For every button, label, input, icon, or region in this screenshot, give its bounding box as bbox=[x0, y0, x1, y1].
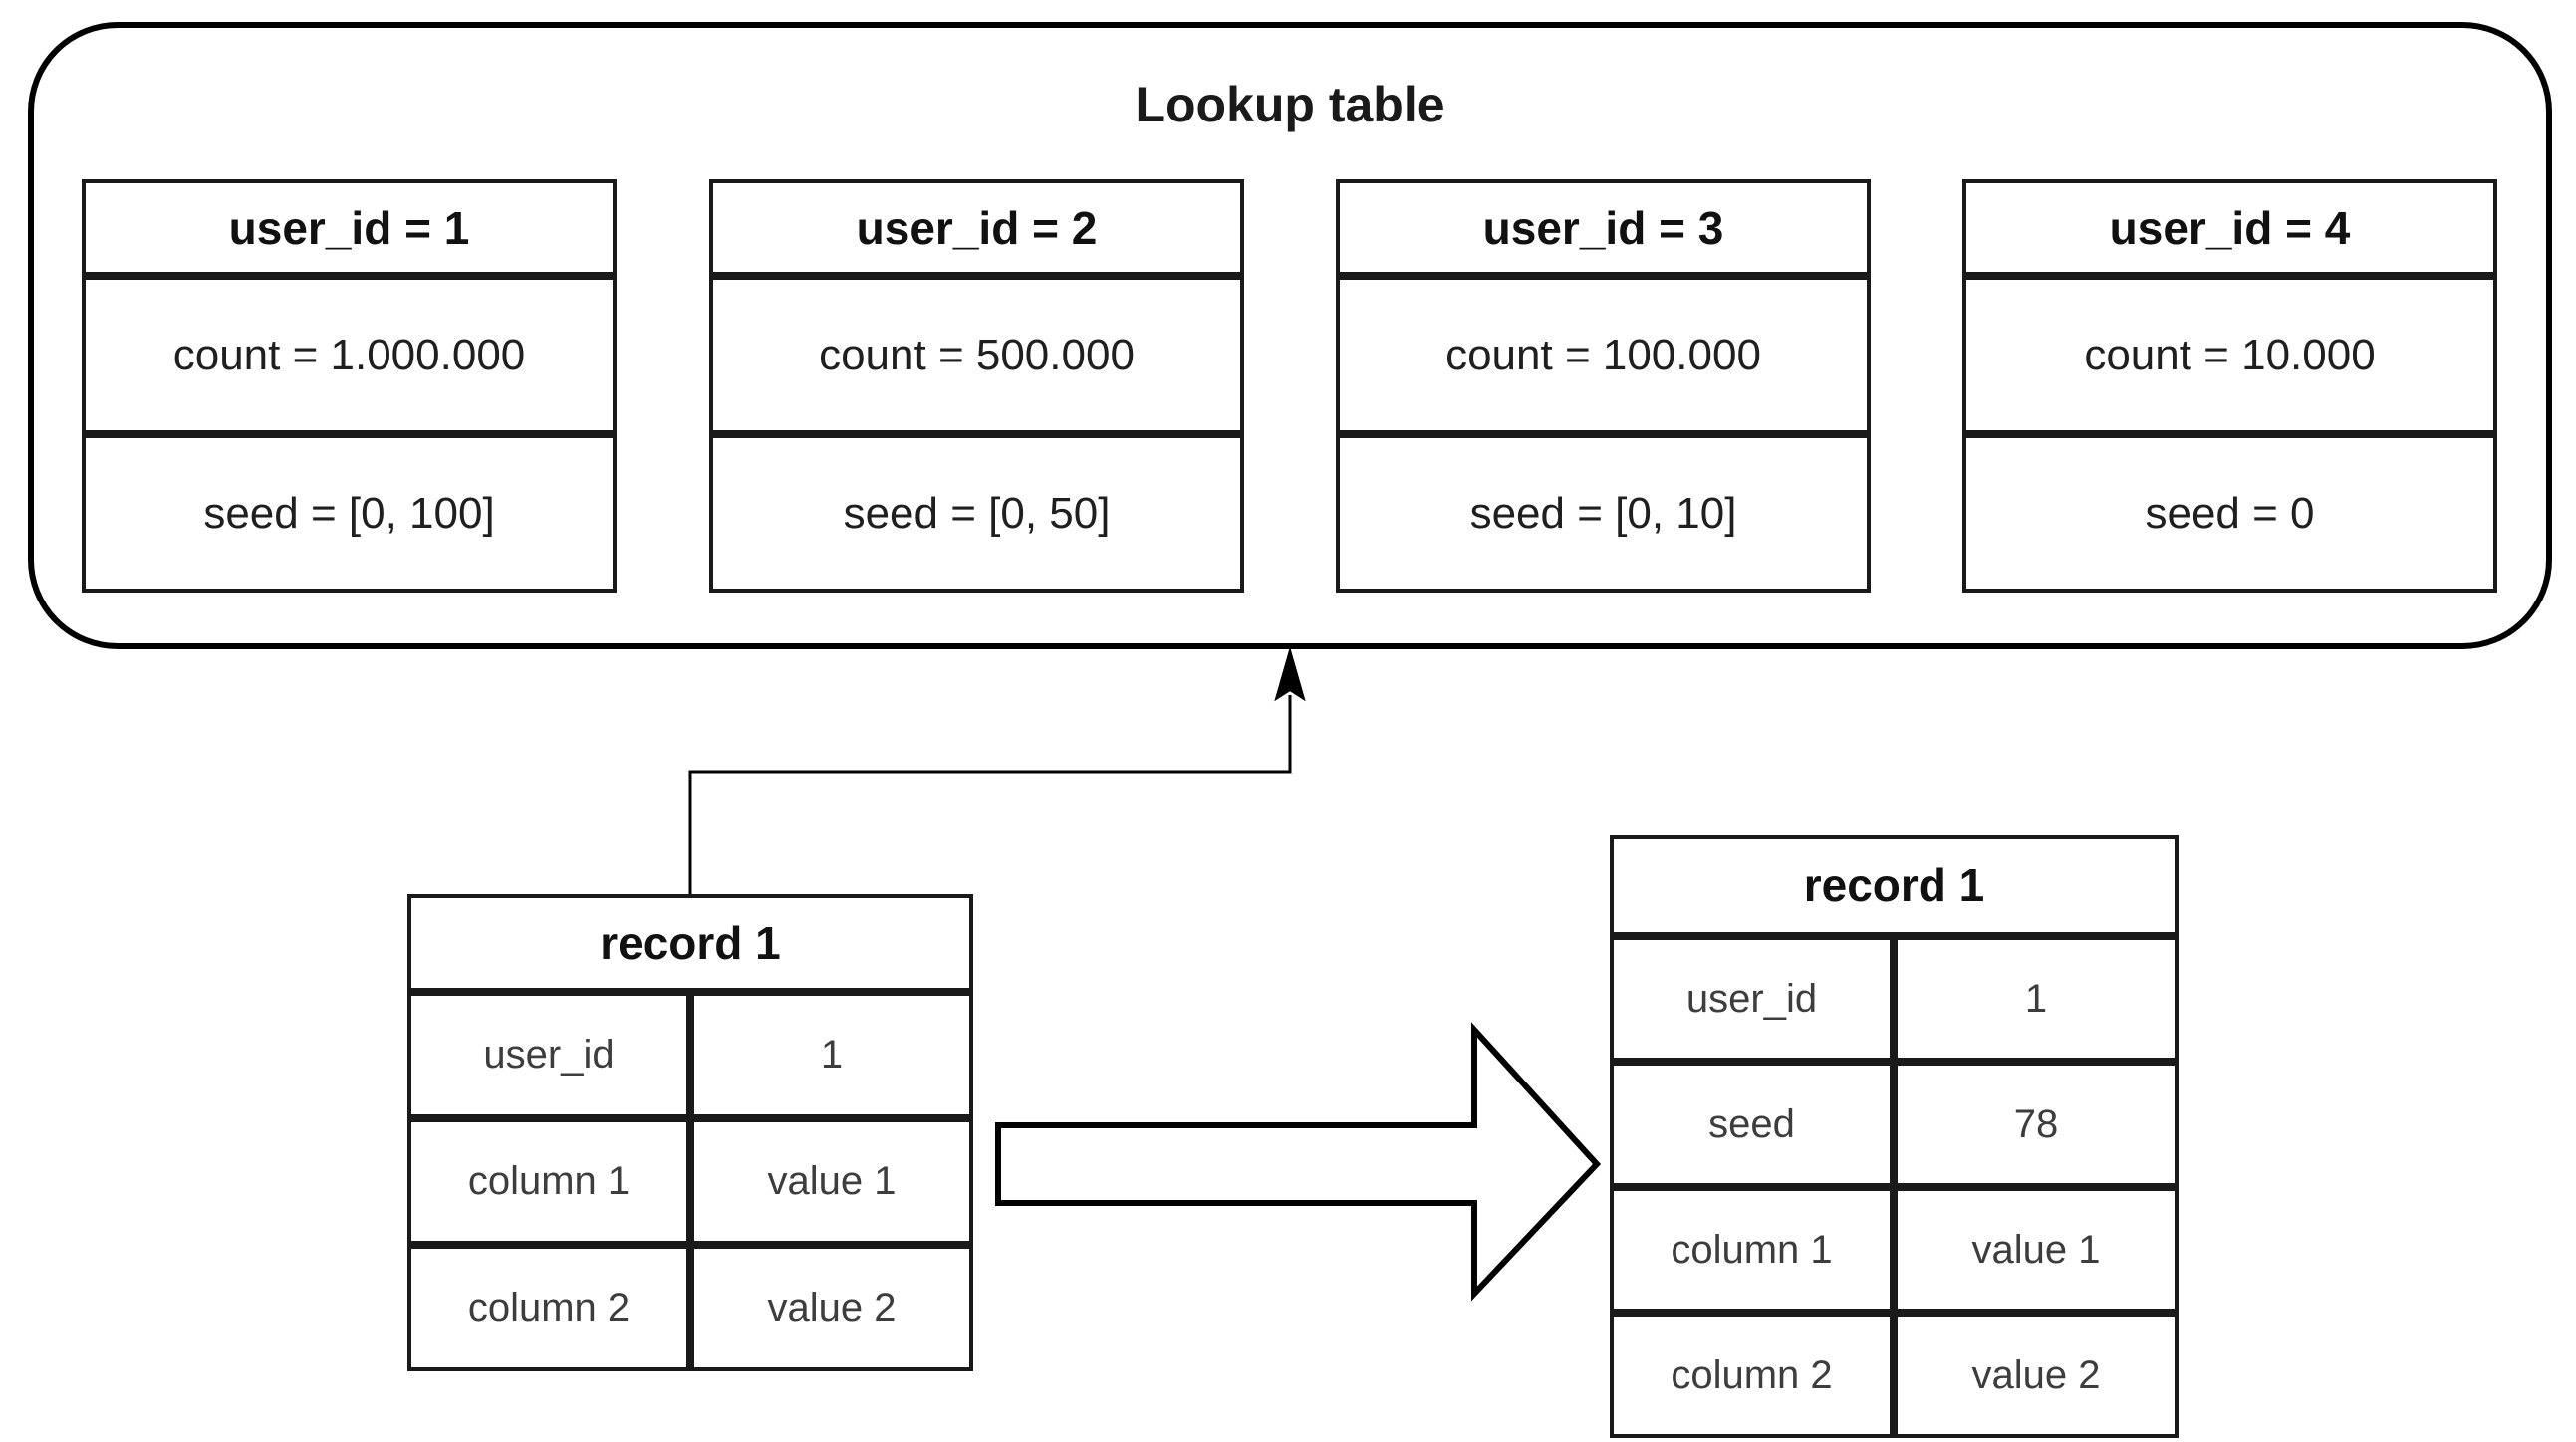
lookup-entry-seed: seed = [0, 100] bbox=[82, 434, 617, 593]
lookup-entry-user4: user_id = 4 count = 10.000 seed = 0 bbox=[1962, 179, 2497, 593]
lookup-entry-user2: user_id = 2 count = 500.000 seed = [0, 5… bbox=[709, 179, 1244, 593]
lookup-entry-count: count = 100.000 bbox=[1336, 276, 1871, 434]
record-before-row-value: 1 bbox=[690, 992, 973, 1118]
table-row: column 2 value 2 bbox=[1610, 1313, 2179, 1438]
lookup-entry-seed: seed = 0 bbox=[1962, 434, 2497, 593]
lookup-entry-count: count = 500.000 bbox=[709, 276, 1244, 434]
lookup-entry-seed: seed = [0, 50] bbox=[709, 434, 1244, 593]
table-row: column 1 value 1 bbox=[407, 1118, 973, 1245]
lookup-entry-header: user_id = 2 bbox=[709, 179, 1244, 276]
record-before-row-label: column 2 bbox=[407, 1245, 690, 1371]
table-row: column 1 value 1 bbox=[1610, 1187, 2179, 1313]
record-after-row-label: user_id bbox=[1610, 936, 1894, 1062]
lookup-table-container: Lookup table bbox=[28, 22, 2552, 649]
record-after-row-label: column 2 bbox=[1610, 1313, 1894, 1438]
record-after-row-value: 78 bbox=[1894, 1062, 2179, 1187]
up-arrowhead-icon bbox=[1274, 646, 1306, 702]
table-row: user_id 1 bbox=[407, 992, 973, 1118]
record-before-row-value: value 2 bbox=[690, 1245, 973, 1371]
lookup-entry-user3: user_id = 3 count = 100.000 seed = [0, 1… bbox=[1336, 179, 1871, 593]
lookup-entry-seed: seed = [0, 10] bbox=[1336, 434, 1871, 593]
record-before-title: record 1 bbox=[407, 894, 973, 992]
record-after-row-value: 1 bbox=[1894, 936, 2179, 1062]
record-before-row-label: user_id bbox=[407, 992, 690, 1118]
table-row: column 2 value 2 bbox=[407, 1245, 973, 1371]
transform-arrow-icon bbox=[995, 1022, 1602, 1302]
lookup-entry-count: count = 1.000.000 bbox=[82, 276, 617, 434]
record-before-row-value: value 1 bbox=[690, 1118, 973, 1245]
record-after-title: record 1 bbox=[1610, 835, 2179, 936]
lookup-entry-header: user_id = 4 bbox=[1962, 179, 2497, 276]
record-after-row-value: value 2 bbox=[1894, 1313, 2179, 1438]
lookup-entry-count: count = 10.000 bbox=[1962, 276, 2497, 434]
record-after-row-label: seed bbox=[1610, 1062, 1894, 1187]
table-row: seed 78 bbox=[1610, 1062, 2179, 1187]
record-table-after: record 1 user_id 1 seed 78 column 1 valu… bbox=[1610, 835, 2179, 1438]
record-before-row-label: column 1 bbox=[407, 1118, 690, 1245]
record-after-row-value: value 1 bbox=[1894, 1187, 2179, 1313]
lookup-table-title: Lookup table bbox=[1135, 77, 1445, 132]
table-row: user_id 1 bbox=[1610, 936, 2179, 1062]
lookup-entry-header: user_id = 1 bbox=[82, 179, 617, 276]
lookup-entry-user1: user_id = 1 count = 1.000.000 seed = [0,… bbox=[82, 179, 617, 593]
record-after-row-label: column 1 bbox=[1610, 1187, 1894, 1313]
lookup-connector-line bbox=[688, 695, 1292, 894]
lookup-entry-header: user_id = 3 bbox=[1336, 179, 1871, 276]
record-table-before: record 1 user_id 1 column 1 value 1 colu… bbox=[407, 894, 973, 1371]
